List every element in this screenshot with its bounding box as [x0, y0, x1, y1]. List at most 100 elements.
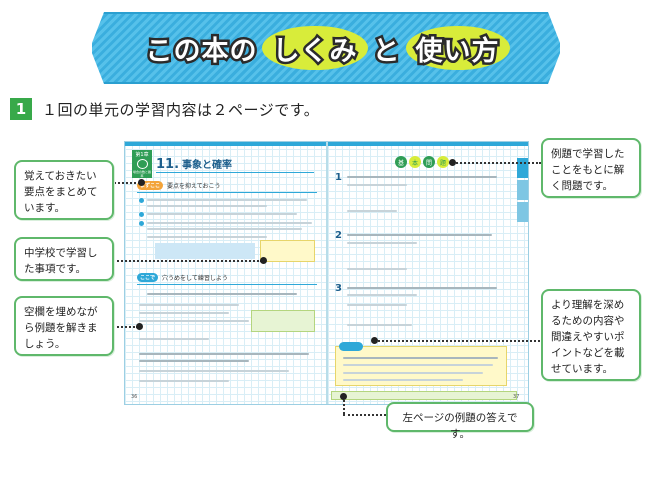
text-line: [347, 287, 497, 289]
deeper-tag: [339, 342, 363, 351]
connector-dot: [136, 323, 143, 330]
question-number: 1: [335, 172, 342, 183]
callout-fill-in-text: 空欄を埋めなが ら例題を解きま しょう。: [24, 306, 98, 350]
title-rule: [156, 172, 314, 173]
exercise-banner-char: 問: [423, 156, 435, 168]
section-title-key: 要点を抑えておこう: [167, 183, 221, 190]
side-tab: [517, 202, 528, 222]
text-line: [147, 222, 312, 224]
connector-line: [343, 396, 345, 414]
connector-dot: [371, 337, 378, 344]
connector-dot: [449, 159, 456, 166]
section-tag-key: まずここ: [137, 181, 164, 190]
text-line: [139, 360, 249, 362]
text-line: [347, 324, 412, 326]
text-line: [343, 379, 463, 381]
callout-deeper-text: より理解を深め るための内容や 間違えやすいポ イントなどを載 せています。: [551, 299, 625, 375]
chapter-icon: [136, 159, 148, 169]
callout-answers-text: 左ページの例題の答えです。: [402, 412, 518, 440]
text-line: [347, 210, 397, 212]
section-title-practice: 穴うめをして練習しよう: [162, 275, 228, 282]
text-line: [147, 213, 297, 215]
section-divider: [137, 192, 317, 193]
connector-line: [453, 162, 541, 164]
formula-box: [155, 243, 255, 259]
bullet: [139, 221, 144, 226]
lesson-number: 11.: [156, 157, 180, 172]
callout-middle-school: 中学校で学習し た事項です。: [14, 237, 114, 281]
banner-title: この本の しくみ と 使い方: [92, 14, 560, 82]
text-line: [139, 380, 229, 382]
text-line: [347, 242, 417, 244]
text-line: [139, 320, 249, 322]
text-line: [139, 338, 209, 340]
section-divider: [137, 284, 317, 285]
callout-exercises-text: 例題で学習した ことをもとに解 く問題です。: [551, 148, 625, 192]
text-line: [343, 364, 493, 366]
connector-line: [375, 340, 543, 342]
connector-line: [110, 182, 140, 184]
text-line: [347, 184, 407, 186]
step-heading: 1 １回の単元の学習内容は２ページです。: [10, 98, 319, 120]
text-line: [347, 294, 417, 296]
connector-dot: [138, 179, 145, 186]
title-banner: この本の しくみ と 使い方: [92, 12, 560, 84]
question-number: 3: [335, 283, 342, 294]
step-text: １回の単元の学習内容は２ページです。: [42, 100, 320, 119]
book-spine: [326, 142, 328, 404]
banner-title-part-2: しくみ: [262, 26, 368, 70]
callout-exercises: 例題で学習した ことをもとに解 く問題です。: [541, 138, 641, 198]
bullet: [139, 198, 144, 203]
page-number-left: 36: [131, 394, 138, 400]
text-line: [147, 199, 307, 201]
section-practice: ここで 穴うめをして練習しよう: [137, 272, 228, 283]
lesson-title: 11.事象と確率: [156, 156, 235, 172]
text-line: [139, 353, 309, 355]
callout-fill-in: 空欄を埋めなが ら例題を解きま しょう。: [14, 296, 114, 356]
text-line: [139, 312, 229, 314]
text-line: [347, 176, 497, 178]
text-line: [147, 293, 297, 295]
chapter-tab: 第1章 場合の数と確率: [132, 150, 152, 178]
lesson-name: 事象と確率: [182, 160, 233, 171]
side-index-tabs: [517, 158, 528, 224]
text-line: [347, 234, 492, 236]
exercise-banner: 基 本 問 題: [395, 156, 449, 168]
text-line: [139, 370, 289, 372]
answer-bar: [331, 391, 517, 400]
connector-line: [110, 326, 138, 328]
banner-title-part-3: と: [370, 33, 402, 69]
exercise-banner-char: 基: [395, 156, 407, 168]
exercise-banner-char: 題: [437, 156, 449, 168]
callout-key-points-text: 覚えておきたい 要点をまとめて います。: [24, 170, 98, 214]
connector-dot: [340, 393, 347, 400]
exercise-banner-char: 本: [409, 156, 421, 168]
question-number: 2: [335, 230, 342, 241]
text-line: [147, 236, 267, 238]
text-line: [347, 268, 407, 270]
text-line: [343, 357, 498, 359]
book-spread-illustration: 第1章 場合の数と確率 11.事象と確率 まずここ 要点を抑えておこう ここで …: [125, 142, 528, 404]
banner-title-part-1: この本の: [143, 33, 259, 69]
text-line: [347, 304, 407, 306]
middle-school-note: [260, 240, 315, 262]
text-line: [139, 304, 239, 306]
chapter-tab-label: 第1章: [135, 152, 149, 158]
callout-middle-school-text: 中学校で学習し た事項です。: [24, 247, 98, 275]
hint-box: [251, 310, 315, 332]
callout-deeper: より理解を深め るための内容や 間違えやすいポ イントなどを載 せています。: [541, 289, 641, 381]
bullet: [139, 212, 144, 217]
side-tab: [517, 180, 528, 200]
section-tag-practice: ここで: [137, 273, 159, 282]
connector-line: [343, 414, 386, 416]
step-number-badge: 1: [10, 98, 32, 120]
side-tab: [517, 158, 528, 178]
text-line: [147, 228, 302, 230]
text-line: [343, 372, 483, 374]
section-key-points: まずここ 要点を抑えておこう: [137, 180, 221, 191]
callout-key-points: 覚えておきたい 要点をまとめて います。: [14, 160, 114, 220]
connector-dot: [260, 257, 267, 264]
callout-answers: 左ページの例題の答えです。: [386, 402, 534, 440]
chapter-tab-subtitle: 場合の数と確率: [132, 170, 151, 178]
banner-title-part-4: 使い方: [405, 26, 510, 70]
